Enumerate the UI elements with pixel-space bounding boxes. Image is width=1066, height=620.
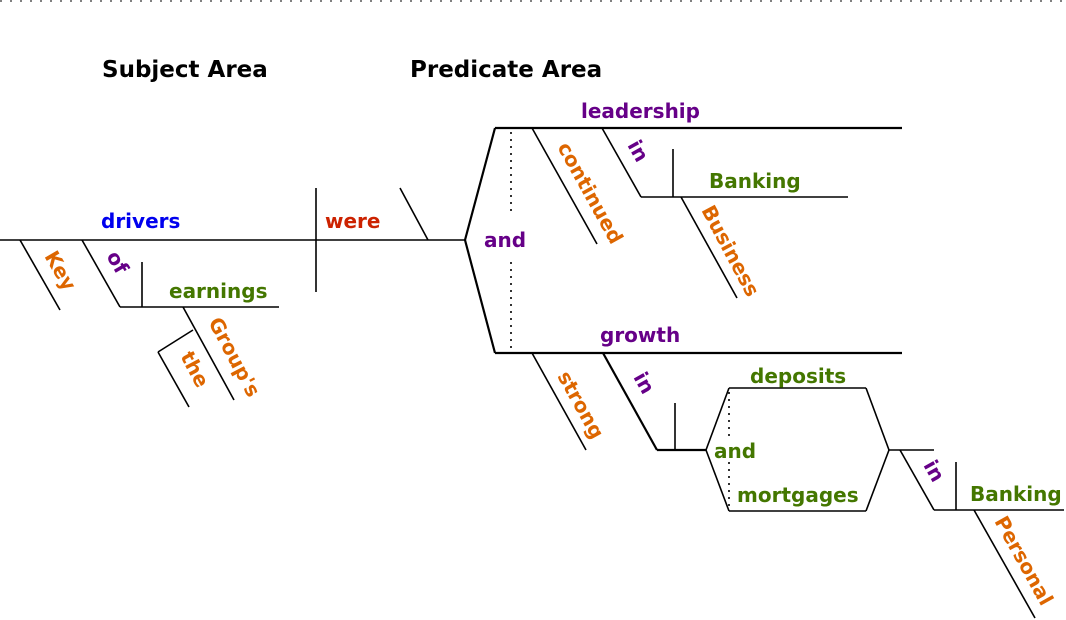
modifier-business-line — [680, 196, 738, 299]
preposition-in-2-word: in — [629, 368, 660, 398]
complement-leadership-word: leadership — [581, 99, 700, 123]
modifier-personal-word: Personal — [990, 512, 1059, 610]
modifier-the-line — [157, 351, 190, 408]
inner-fork-upper-right — [865, 387, 890, 451]
predicate-area-heading: Predicate Area — [410, 57, 602, 83]
preposition-of-word: of — [102, 247, 134, 279]
modifier-groups-word: Group's — [204, 313, 266, 401]
object-banking-2-word: Banking — [970, 482, 1062, 506]
preposition-in-1-line — [601, 127, 642, 198]
preposition-in-2-line — [602, 352, 658, 451]
preposition-in-3-word: in — [919, 456, 950, 486]
preposition-in-3-line — [899, 449, 935, 511]
modifier-strong-line — [531, 352, 587, 451]
modifier-groups-line — [182, 306, 235, 401]
subject-area-heading: Subject Area — [102, 57, 268, 83]
conjunction-and-inner: and — [714, 439, 756, 463]
object-mortgages-word: mortgages — [737, 483, 859, 507]
fork-upper-branch — [463, 127, 497, 241]
complement-slant-line — [399, 187, 429, 241]
object-banking-1-word: Banking — [709, 169, 801, 193]
subject-word: drivers — [101, 209, 180, 233]
modifier-personal-line — [973, 509, 1036, 619]
inner-fork-upper-left — [705, 387, 730, 451]
preposition-of-line — [81, 239, 121, 308]
inner-fork-lower-left — [705, 449, 730, 512]
modifier-continued-line — [531, 127, 598, 245]
conjunction-and-main: and — [484, 228, 526, 252]
modifier-key-line — [19, 239, 61, 311]
complement-growth-word: growth — [600, 323, 680, 347]
inner-fork-lower-right — [865, 449, 890, 512]
object-earnings-word: earnings — [169, 279, 267, 303]
object-deposits-word: deposits — [750, 364, 846, 388]
preposition-in-1-word: in — [623, 136, 654, 166]
modifier-the-top — [157, 329, 194, 353]
verb-word: were — [325, 209, 380, 233]
fork-lower-branch — [463, 239, 497, 354]
modifier-key-word: Key — [40, 247, 82, 295]
